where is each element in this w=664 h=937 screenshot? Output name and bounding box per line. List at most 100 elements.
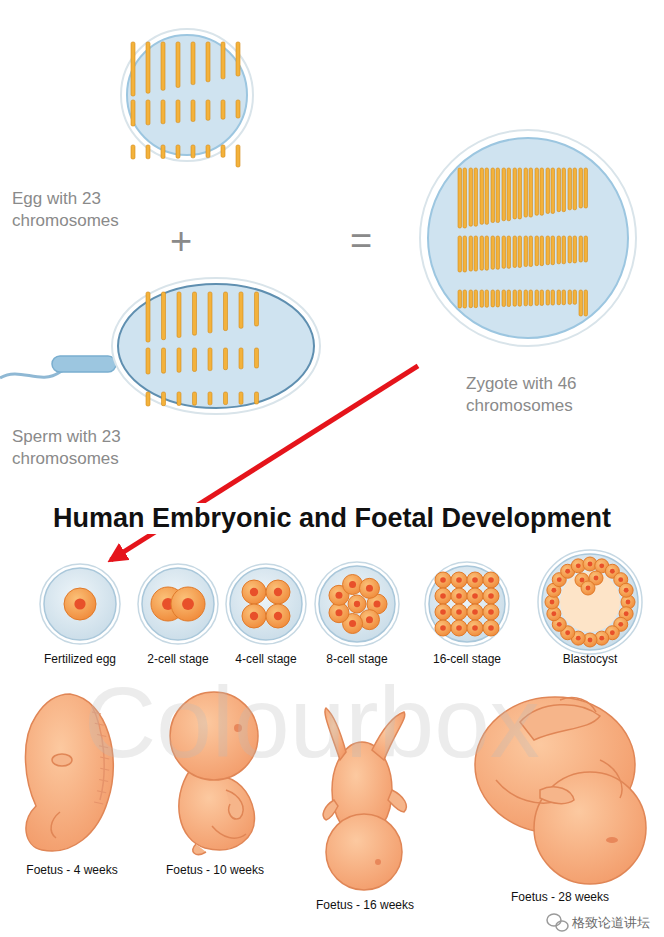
chromosome [255,392,259,404]
cell [451,620,467,636]
chromosome [239,392,243,404]
cell [348,595,366,613]
chromosome [255,292,259,326]
nucleus [599,563,604,568]
nucleus [618,577,623,582]
cell [435,572,451,588]
somite [97,791,106,793]
chromosome [191,42,195,85]
chromosome [458,168,462,228]
chromosome [161,145,165,158]
caption: Zygote with 46 chromosomes [466,373,616,417]
chromosome [518,168,522,219]
caption: Blastocyst [536,652,644,668]
chromosome [208,392,212,405]
cell [242,580,266,604]
nucleus [557,577,562,582]
zona-rim [538,550,642,654]
chromosome [221,145,225,157]
cell-panel: Zygote with 46 chromosomes [418,130,642,421]
zygote-cell [428,138,628,338]
cell [483,620,499,636]
nucleus [618,622,623,627]
cell [451,572,467,588]
cell [266,604,290,628]
sperm-head [118,284,314,408]
chromosome [463,290,467,308]
zona [230,568,302,640]
chromosome [206,42,210,82]
chromosome [557,168,561,212]
chromosome [568,168,572,210]
chromosome [535,168,539,215]
chromosome [208,348,212,371]
nucleus [440,593,446,599]
chromosome [557,236,561,264]
chromosome [535,236,539,266]
chromosome [529,290,533,306]
caption: 2-cell stage [134,652,222,668]
chromosome [524,290,528,306]
chromosome [146,100,150,125]
somite [94,802,103,804]
chromosome [239,348,243,369]
caption: Foetus - 28 weeks [462,890,658,906]
chromosome [524,236,528,267]
chromosome [551,236,555,265]
chromosome [131,100,135,126]
chromosome [573,236,577,263]
plus-sign: + [170,222,192,260]
nucleus [551,588,556,593]
chromosome [161,100,165,124]
nucleus [610,569,615,574]
cell [451,604,467,620]
cell [467,604,483,620]
nucleus [624,611,629,616]
egg-rim [121,29,253,161]
chromosome [551,168,555,213]
chromosome [474,290,478,308]
somite [99,780,108,782]
chromosome [546,290,550,305]
chromosome [573,168,577,210]
stage-panel: 16-cell stage [423,560,511,672]
chromosome [176,100,180,123]
chromosome [177,348,181,372]
chromosome [191,145,195,158]
nucleus [274,588,282,596]
zona-rim [138,564,218,644]
chromosome [529,236,533,267]
nucleus [354,601,360,607]
cell [581,581,595,595]
nucleus [440,609,446,615]
cell [451,588,467,604]
chromosome [193,348,197,371]
chromosome [236,42,240,76]
cell [483,572,499,588]
cell [435,588,451,604]
chromosome [496,168,500,223]
zona-rim [315,562,399,646]
chromosome [162,392,166,406]
chromosome [579,236,583,262]
chromosome [579,290,583,316]
chromosome [176,42,180,87]
chromosome [573,290,577,304]
chromosome [496,290,500,307]
nucleus [182,598,194,610]
chromosome [221,100,225,119]
chromosome [255,348,259,368]
chromosome [513,290,517,306]
chromosome [518,290,522,306]
nucleus [74,598,85,609]
watermark: 格致论道讲坛 [572,916,650,929]
cell [359,578,379,598]
chromosome [191,100,195,121]
sperm-neck [52,356,116,372]
chromosome [146,145,150,159]
chromosome [480,236,484,270]
nucleus [488,625,494,631]
stage-panel: 4-cell stage [222,560,310,672]
